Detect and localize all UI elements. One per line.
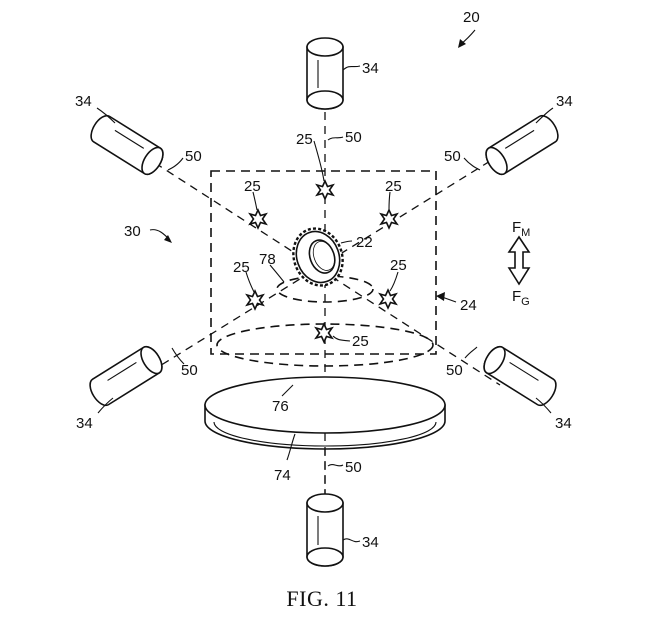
particle-bottom — [314, 322, 334, 344]
leader-gear — [340, 240, 353, 244]
particle-mid-right — [378, 288, 398, 310]
particle-upper-left — [248, 208, 268, 230]
particle-upper-right — [379, 208, 399, 230]
label-camera-lower-right: 34 — [555, 415, 572, 432]
leader-beam-upper-left — [167, 157, 184, 171]
label-region: 78 — [259, 251, 276, 268]
leader-beam-bottom — [327, 464, 344, 467]
label-particle-top: 25 — [296, 131, 313, 148]
arrowhead-apparatus — [164, 235, 172, 243]
leader-particle-mid-right — [389, 271, 399, 292]
label-camera-bottom: 34 — [362, 534, 379, 551]
leader-region — [269, 264, 285, 283]
label-system: 20 — [463, 9, 480, 26]
label-camera-upper-left: 34 — [75, 93, 92, 110]
label-force-gravity: FG — [512, 288, 530, 308]
label-platform-top: 76 — [272, 398, 289, 415]
leader-particle-top — [313, 140, 325, 182]
particle-mid-left — [245, 289, 265, 311]
label-gear: 22 — [356, 234, 373, 251]
leader-particle-bottom — [332, 335, 351, 342]
force-double-arrow — [507, 235, 531, 286]
camera-lower-right — [483, 345, 557, 407]
label-chamber: 24 — [460, 297, 477, 314]
leader-camera-top — [342, 65, 361, 71]
label-apparatus: 30 — [124, 223, 141, 240]
label-beam-top: 50 — [345, 129, 362, 146]
gear — [292, 227, 344, 287]
leader-camera-lower-right — [535, 397, 552, 414]
lower-dashed-ellipse — [216, 323, 434, 367]
particles — [245, 179, 399, 344]
platform-top — [204, 376, 446, 434]
label-particle-upper-left: 25 — [244, 178, 261, 195]
label-camera-lower-left: 34 — [76, 415, 93, 432]
leader-platform — [286, 433, 296, 461]
leader-camera-upper-left — [96, 107, 116, 124]
leader-beam-top — [327, 136, 344, 141]
leader-particle-upper-left — [252, 191, 258, 211]
leader-camera-bottom — [342, 538, 361, 543]
label-beam-lower-left: 50 — [181, 362, 198, 379]
leader-camera-upper-right — [535, 107, 554, 124]
leader-lines — [96, 65, 554, 543]
leader-arrows — [149, 29, 476, 303]
leader-beam-lower-left — [171, 347, 185, 365]
leader-particle-upper-right — [388, 191, 391, 211]
label-platform: 74 — [274, 467, 291, 484]
particle-top — [315, 179, 335, 201]
label-beam-upper-left: 50 — [185, 148, 202, 165]
chamber-outline — [210, 170, 437, 355]
camera-top — [306, 37, 344, 110]
camera-upper-right — [485, 114, 559, 176]
leader-beam-upper-right — [463, 157, 481, 171]
leader-beam-lower-right — [464, 346, 478, 359]
arrowhead-chamber — [436, 292, 445, 301]
label-particle-upper-right: 25 — [385, 178, 402, 195]
reference-labels: 20 30 24 22 78 76 74 34 34 34 34 34 34 5… — [75, 9, 573, 551]
platform-edge — [213, 421, 437, 447]
label-particle-bottom: 25 — [352, 333, 369, 350]
camera-bottom — [306, 493, 344, 567]
label-particle-mid-left: 25 — [233, 259, 250, 276]
camera-lower-left — [89, 345, 163, 407]
label-beam-upper-right: 50 — [444, 148, 461, 165]
label-camera-top: 34 — [362, 60, 379, 77]
camera-upper-left — [90, 114, 164, 176]
figure-caption: FIG. 11 — [286, 586, 357, 611]
label-beam-bottom: 50 — [345, 459, 362, 476]
label-particle-mid-right: 25 — [390, 257, 407, 274]
beam-diagonal-down — [154, 162, 501, 386]
leader-platform-top — [281, 384, 294, 397]
label-force-magnetic: FM — [512, 219, 530, 239]
label-beam-lower-right: 50 — [446, 362, 463, 379]
leader-camera-lower-left — [97, 397, 114, 414]
platform — [204, 376, 446, 500]
label-camera-upper-right: 34 — [556, 93, 573, 110]
leader-particle-mid-left — [245, 271, 255, 293]
arrowhead-system — [458, 39, 466, 48]
